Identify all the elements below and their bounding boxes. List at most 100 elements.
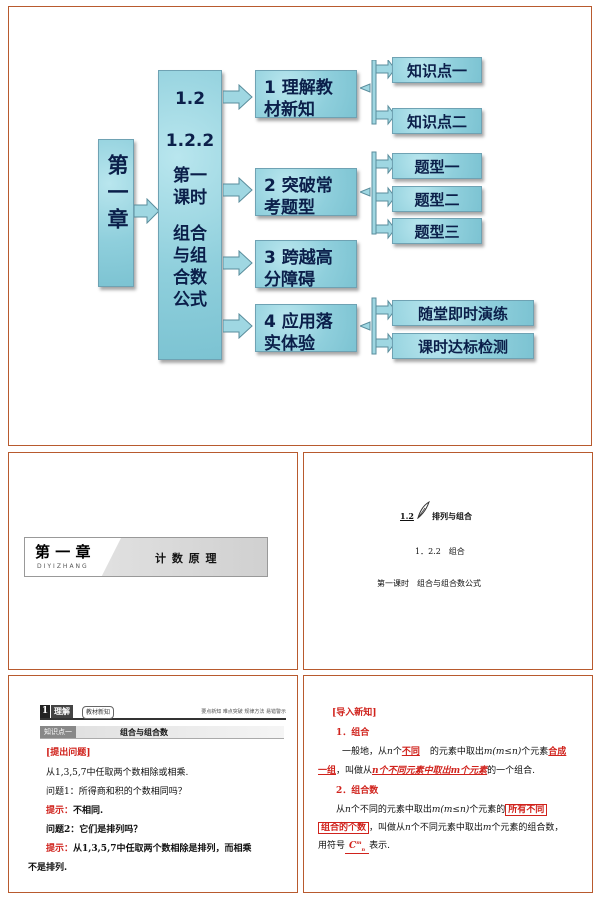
arrow-icon — [134, 198, 160, 224]
leaf-label: 课时达标检测 — [417, 337, 508, 356]
question-1: 问题1：所得商和积的个数相同吗？ — [46, 787, 187, 797]
text: 的元素中取出 — [429, 747, 484, 757]
leaf-practice[interactable]: 随堂即时演练 — [392, 300, 534, 326]
blank-combine: 合成 — [548, 747, 567, 757]
leaf-test[interactable]: 课时达标检测 — [392, 333, 534, 359]
knowledge-point-label: 知识点一 — [40, 726, 76, 738]
leaf-knowledge-1[interactable]: 知识点一 — [392, 57, 482, 83]
combination-number-heading: 2．组合数 — [336, 786, 379, 796]
text: 的一个组合. — [487, 766, 535, 776]
text: 个不同元素中取出 — [410, 823, 483, 833]
leaf-label: 题型一 — [414, 157, 460, 176]
arrow-icon — [223, 177, 253, 203]
chapter-label: 第一章 — [105, 154, 129, 235]
blank-group: 一组 — [318, 766, 337, 776]
hint-label: 提示： — [46, 806, 74, 816]
new-knowledge-panel — [303, 675, 593, 893]
leaf-type-1[interactable]: 题型一 — [392, 153, 482, 179]
combination-symbol: Cmn — [345, 840, 370, 854]
text: 个不同的元素中取出 — [350, 805, 432, 815]
section-badge: 1.2 — [400, 511, 414, 521]
answer-1-text: 不相同. — [73, 806, 104, 816]
subsection-number: 1.2.2 — [165, 131, 215, 151]
text: 个元素的 — [469, 805, 506, 815]
arrow-icon — [223, 313, 253, 339]
definition-line-2: 一组，叫做从n个不同元素中取出m个元素的一个组合. — [318, 763, 535, 776]
part-label: 2 突破常考题型 — [264, 176, 333, 218]
bracket-lines — [360, 60, 396, 355]
var-n: n — [387, 747, 393, 757]
chapter-box[interactable]: 第一章 — [98, 139, 134, 287]
text: 个元素的组合数， — [491, 823, 564, 833]
blank-count: 组合的个数 — [318, 822, 370, 834]
leaf-label: 知识点二 — [406, 112, 467, 131]
knowledge-point-bar: 知识点一 组合与组合数 — [40, 726, 284, 739]
new-knowledge-header: [导入新知] — [332, 708, 377, 718]
definition-line-1: 一般地，从n个不同的元素中取出m(m≤n)个元素合成 — [342, 744, 566, 757]
text: 一般地，从 — [342, 747, 388, 757]
answer-2-text: 从1,3,5,7中任取两个数相除是排列，而相乘 — [73, 844, 252, 854]
definition-line-4: 组合的个数，叫做从n个不同元素中取出m个元素的组合数， — [318, 820, 564, 834]
leaf-label: 知识点一 — [406, 61, 467, 80]
blank-definition: n个不同元素中取出m个元素 — [372, 766, 488, 776]
text: ，叫做从 — [336, 766, 373, 776]
part-label: 3 跨越高分障碍 — [264, 248, 333, 290]
answer-1: 提示：不相同. — [46, 803, 103, 816]
leaf-type-2[interactable]: 题型二 — [392, 186, 482, 212]
banner-number: 1 — [40, 705, 50, 718]
answer-2: 提示：从1,3,5,7中任取两个数相除是排列，而相乘 — [46, 841, 251, 854]
part-question-types[interactable]: 2 突破常考题型 — [255, 168, 357, 218]
var-n: n — [405, 823, 411, 833]
leaf-type-3[interactable]: 题型三 — [392, 218, 482, 244]
banner-right: 要点新知 难点突破 规律方法 易错警示 — [201, 709, 286, 715]
knowledge-point-title: 组合与组合数 — [120, 727, 168, 737]
arrow-icon — [223, 250, 253, 276]
var-m: m(m≤n) — [431, 805, 470, 815]
definition-line-3: 从n个不同的元素中取出m(m≤n)个元素的所有不同 — [336, 802, 548, 816]
knowledge-banner: 1 理解 教材新知 要点新知 难点突破 规律方法 易错警示 — [40, 705, 286, 720]
leaf-label: 题型二 — [414, 190, 460, 209]
chapter-title: 第 一 章 — [35, 543, 91, 561]
combination-heading: 1．组合 — [336, 728, 370, 738]
text: 个元素 — [521, 747, 549, 757]
text: 用符号 — [318, 841, 346, 851]
answer-2-cont: 不是排列. — [28, 863, 68, 873]
leaf-label: 题型三 — [414, 222, 460, 241]
title-lesson: 第一课时 组合与组合数公式 — [377, 579, 481, 588]
symbol-c: C — [349, 841, 357, 851]
part-understand[interactable]: 1 理解教材新知 — [255, 70, 357, 120]
part-obstacles[interactable]: 3 跨越高分障碍 — [255, 240, 357, 290]
part-label: 1 理解教材新知 — [264, 78, 333, 120]
arrow-icon — [223, 84, 253, 110]
title-panel — [303, 452, 593, 670]
var-n: n — [345, 805, 351, 815]
lesson-title: 组合与组合数公式 — [173, 224, 207, 310]
question-2: 问题2：它们是排列吗？ — [46, 825, 143, 835]
hint-label: 提示： — [46, 844, 74, 854]
chapter-pinyin: DIYIZHANG — [37, 563, 89, 570]
part-label: 4 应用落实体验 — [264, 312, 333, 354]
text: 表示. — [369, 841, 390, 851]
text: 从 — [336, 805, 346, 815]
text: 个 — [392, 747, 402, 757]
leaf-knowledge-2[interactable]: 知识点二 — [392, 108, 482, 134]
banner-title: 理解 — [51, 705, 73, 718]
chapter-banner: 第 一 章 DIYIZHANG 计 数 原 理 — [24, 537, 268, 577]
feather-icon — [417, 501, 430, 519]
section-box[interactable]: 1.2 1.2.2 第一课时 组合与组合数公式 — [158, 70, 222, 360]
part-practice[interactable]: 4 应用落实体验 — [255, 304, 357, 354]
question-intro: 从1,3,5,7中任取两个数相除或相乘. — [46, 768, 189, 778]
leaf-label: 随堂即时演练 — [417, 304, 508, 323]
title-section: 1．2.2 组合 — [415, 547, 465, 556]
var-m: m — [482, 823, 492, 833]
lesson-label: 第一课时 — [173, 166, 207, 208]
blank-all-distinct: 所有不同 — [505, 804, 548, 816]
banner-subtitle: 教材新知 — [82, 706, 115, 719]
section-number: 1.2 — [174, 89, 206, 109]
text: ，叫做从 — [369, 823, 406, 833]
var-m: m(m≤n) — [483, 747, 522, 757]
chapter-subject: 计 数 原 理 — [155, 552, 218, 565]
raise-question-header: [提出问题] — [46, 748, 91, 758]
blank-distinct: 不同 — [401, 747, 420, 757]
